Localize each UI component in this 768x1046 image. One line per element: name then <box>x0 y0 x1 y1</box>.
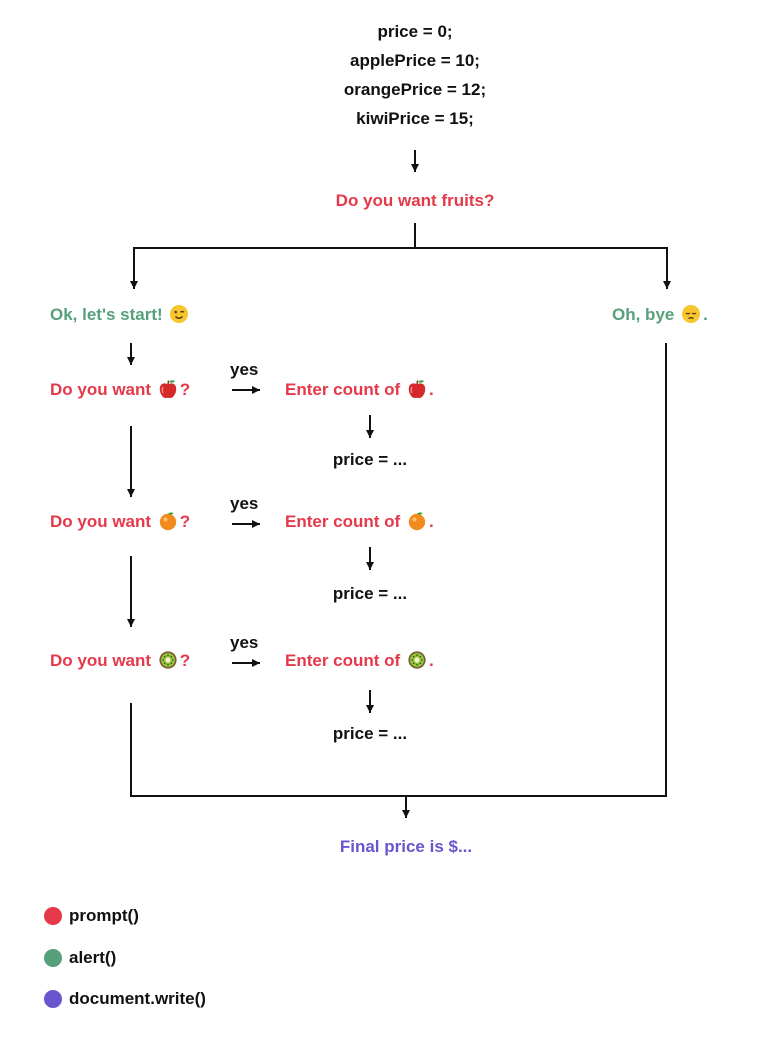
init-line-price: price = 0; <box>377 22 453 41</box>
enter-orange: Enter count of . <box>285 511 434 533</box>
question-fruits: Do you want fruits? <box>335 191 495 210</box>
apple-icon <box>158 379 177 399</box>
ask-apple-text: Do you want <box>50 380 152 399</box>
enter-apple-text: Enter count of <box>285 380 401 399</box>
prompt-color-dot <box>44 907 62 925</box>
enter-kiwi-suffix: . <box>428 651 434 670</box>
init-line-orange-price: orangePrice = 12; <box>343 80 487 99</box>
price-update-apple: price = ... <box>332 450 408 469</box>
init-line-apple-price: applePrice = 10; <box>350 51 480 70</box>
legend-item-prompt: prompt() <box>44 906 139 926</box>
enter-apple: Enter count of . <box>285 379 434 401</box>
legend-item-write: document.write() <box>44 989 206 1009</box>
enter-apple-suffix: . <box>428 380 434 399</box>
branch-line-right <box>415 247 671 289</box>
write-color-dot <box>44 990 62 1008</box>
orange-icon <box>408 512 426 531</box>
ask-apple-suffix: ? <box>179 380 191 399</box>
ask-apple: Do you want ? <box>50 379 190 401</box>
yes-label-apple: yes <box>230 360 259 379</box>
start-text: Ok, let's start! <box>50 305 163 324</box>
ask-orange-suffix: ? <box>179 512 191 531</box>
branch-line <box>130 223 416 289</box>
legend-item-alert: alert() <box>44 948 116 968</box>
ask-orange: Do you want ? <box>50 511 190 533</box>
enter-orange-suffix: . <box>428 512 434 531</box>
init-line-kiwi-price: kiwiPrice = 15; <box>356 109 474 128</box>
legend-label-prompt: prompt() <box>69 906 139 925</box>
ask-kiwi-suffix: ? <box>179 651 191 670</box>
yes-label-orange: yes <box>230 494 259 513</box>
ask-orange-text: Do you want <box>50 512 152 531</box>
legend-label-write: document.write() <box>69 989 206 1008</box>
apple-icon <box>408 379 426 399</box>
alert-color-dot <box>44 949 62 967</box>
enter-kiwi: Enter count of . <box>285 650 434 672</box>
ask-kiwi-text: Do you want <box>50 651 152 670</box>
bye-alert: Oh, bye . <box>612 304 708 326</box>
ask-kiwi: Do you want ? <box>50 650 190 672</box>
winking-face-icon <box>169 304 190 324</box>
bye-suffix: . <box>703 305 708 324</box>
kiwi-icon <box>159 651 177 669</box>
price-update-kiwi: price = ... <box>332 724 408 743</box>
pensive-face-icon <box>681 304 701 324</box>
kiwi-icon <box>408 651 426 669</box>
bye-text: Oh, bye <box>612 305 675 324</box>
enter-orange-text: Enter count of <box>285 512 401 531</box>
final-price-output: Final price is $... <box>339 837 473 856</box>
enter-kiwi-text: Enter count of <box>285 651 401 670</box>
orange-icon <box>159 512 176 531</box>
yes-label-kiwi: yes <box>230 633 259 652</box>
start-alert: Ok, let's start! <box>50 304 191 326</box>
merge-line <box>130 343 667 797</box>
legend-label-alert: alert() <box>69 948 117 967</box>
price-update-orange: price = ... <box>332 584 408 603</box>
